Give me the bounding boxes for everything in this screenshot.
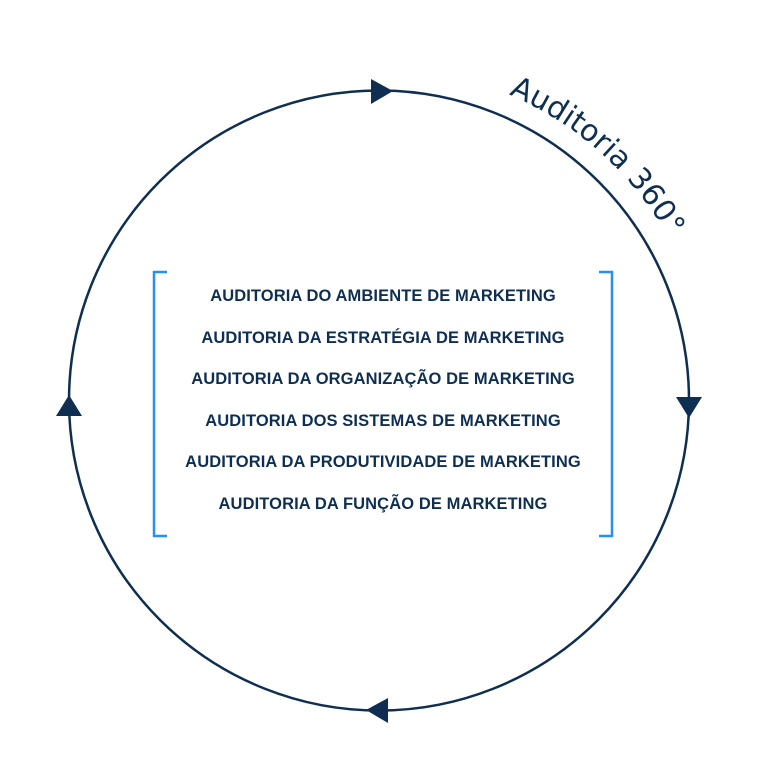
list-item: AUDITORIA DOS SISTEMAS DE MARKETING <box>205 411 561 430</box>
list-item: AUDITORIA DA PRODUTIVIDADE DE MARKETING <box>185 453 581 472</box>
list-item: AUDITORIA DA FUNÇÃO DE MARKETING <box>218 494 548 513</box>
list-item: AUDITORIA DO AMBIENTE DE MARKETING <box>210 287 556 305</box>
list-item: AUDITORIA DA ESTRATÉGIA DE MARKETING <box>201 328 565 347</box>
diagram-title: Auditoria 360° <box>505 70 691 242</box>
arrow-down-icon <box>676 397 702 418</box>
arrow-up-icon <box>56 395 82 416</box>
arrow-left-icon <box>366 698 388 723</box>
audit-list: AUDITORIA DO AMBIENTE DE MARKETING AUDIT… <box>160 282 606 532</box>
right-bracket <box>599 270 614 538</box>
left-bracket <box>152 270 167 538</box>
list-item: AUDITORIA DA ORGANIZAÇÃO DE MARKETING <box>191 370 575 389</box>
arrow-right-icon <box>371 79 393 104</box>
